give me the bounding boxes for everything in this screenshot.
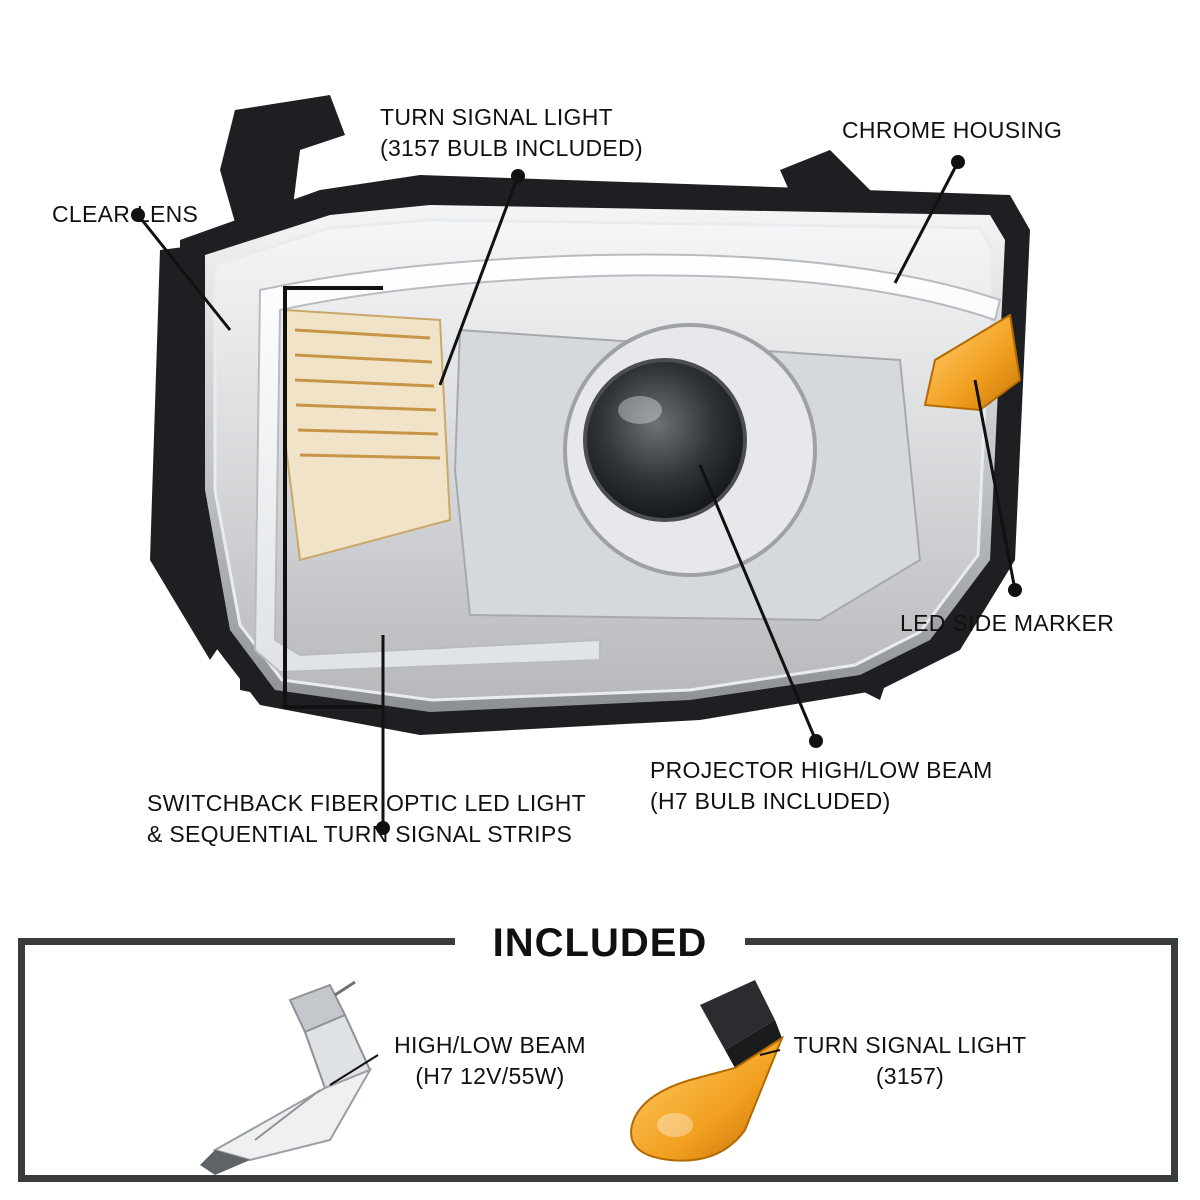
callout-projector: PROJECTOR HIGH/LOW BEAM (H7 BULB INCLUDE… xyxy=(650,755,993,817)
leader-h7 xyxy=(329,1054,379,1086)
callout-text: LED SIDE MARKER xyxy=(900,610,1115,636)
callout-text: TURN SIGNAL LIGHT xyxy=(380,104,613,130)
led-side-marker xyxy=(923,313,1022,412)
included-frame-top-right xyxy=(745,938,1178,945)
included-item-text: (H7 12V/55W) xyxy=(415,1063,565,1089)
callout-dot xyxy=(511,169,525,183)
callout-dot xyxy=(131,208,145,222)
callout-dot xyxy=(376,821,390,835)
callout-text: (3157 BULB INCLUDED) xyxy=(380,135,643,161)
h7-halogen-bulb-icon xyxy=(200,980,373,1175)
callout-switchback: SWITCHBACK FIBER OPTIC LED LIGHT & SEQUE… xyxy=(147,788,586,850)
included-item-text: (3157) xyxy=(875,1063,945,1089)
included-bulbs xyxy=(200,980,785,1175)
callout-dot xyxy=(809,734,823,748)
leader-turn-signal xyxy=(438,175,520,386)
callout-text: CLEAR LENS xyxy=(52,201,199,227)
callout-text: & SEQUENTIAL TURN SIGNAL STRIPS xyxy=(147,821,573,847)
leader-chrome-housing xyxy=(893,161,960,284)
callout-clear-lens: CLEAR LENS xyxy=(52,199,198,230)
switchback-bracket-line xyxy=(283,286,383,709)
included-title: INCLUDED xyxy=(492,921,708,965)
callout-dot xyxy=(951,155,965,169)
included-item-3157: TURN SIGNAL LIGHT (3157) xyxy=(780,1030,1040,1092)
leader-side-marker xyxy=(973,379,1017,591)
callout-chrome-housing: CHROME HOUSING xyxy=(842,115,1062,146)
callout-dot xyxy=(1008,583,1022,597)
included-item-text: HIGH/LOW BEAM xyxy=(394,1032,586,1058)
included-frame-top-left xyxy=(18,938,455,945)
included-item-text: TURN SIGNAL LIGHT xyxy=(793,1032,1027,1058)
callout-text: (H7 BULB INCLUDED) xyxy=(650,788,891,814)
3157-amber-bulb-icon xyxy=(630,980,785,1162)
callout-text: PROJECTOR HIGH/LOW BEAM xyxy=(650,757,993,783)
callout-text: SWITCHBACK FIBER OPTIC LED LIGHT xyxy=(147,790,586,816)
callout-text: CHROME HOUSING xyxy=(842,117,1063,143)
leader-clear-lens xyxy=(136,214,232,331)
included-item-h7: HIGH/LOW BEAM (H7 12V/55W) xyxy=(380,1030,600,1092)
fiber-optic-led-bar xyxy=(253,253,1002,674)
projector-lens xyxy=(583,358,747,522)
callout-led-side-marker: LED SIDE MARKER xyxy=(900,608,1114,639)
headlight-illustration xyxy=(131,95,1030,835)
leader-3157 xyxy=(759,1049,781,1056)
leader-projector xyxy=(698,464,818,742)
included-frame xyxy=(18,938,1178,1182)
callout-turn-signal: TURN SIGNAL LIGHT (3157 BULB INCLUDED) xyxy=(380,102,643,164)
